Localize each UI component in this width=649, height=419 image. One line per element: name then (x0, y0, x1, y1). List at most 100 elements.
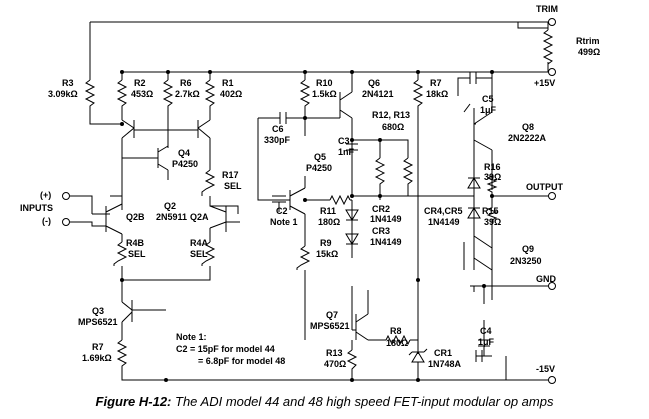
r1-ref: R1 (222, 78, 234, 88)
r6-value: 2.7kΩ (175, 89, 200, 99)
minus15v-terminal[interactable] (548, 376, 556, 384)
r10-value: 1.5kΩ (312, 89, 337, 99)
r12-r13-value: 680Ω (382, 122, 404, 132)
c6-ref: C6 (272, 124, 284, 134)
minus-input-terminal[interactable] (62, 218, 70, 226)
r9-value: 15kΩ (316, 249, 338, 259)
r4b-value: SEL (128, 249, 146, 259)
wiring (70, 21, 552, 381)
r13-470-value: 470Ω (324, 359, 346, 369)
q9-value: 2N3250 (510, 256, 542, 266)
cr4-cr5-ref: CR4,CR5 (424, 206, 463, 216)
r2-ref: R2 (134, 78, 146, 88)
cr2-ref: CR2 (372, 204, 390, 214)
r4a-ref: R4A (190, 238, 209, 248)
cr4-cr5-value: 1N4149 (428, 217, 460, 227)
r1-zigzag (204, 79, 216, 108)
r17-value: SEL (224, 181, 242, 191)
r8-ref: R8 (390, 326, 402, 336)
r13-470-zigzag (346, 349, 358, 372)
r6-zigzag (162, 79, 174, 108)
r6-ref: R6 (180, 78, 192, 88)
output-terminal[interactable] (548, 192, 556, 200)
note-line2: = 6.8pF for model 48 (198, 356, 285, 366)
minus15v-label: -15V (536, 364, 555, 374)
r15-value: 39Ω (484, 217, 501, 227)
r15-ref: R15 (482, 206, 499, 216)
q2b-ref: Q2B (126, 212, 145, 222)
resistor-symbols (84, 29, 554, 372)
component-labels: R3 3.09kΩ R2 453Ω R6 2.7kΩ R1 402Ω R10 1… (48, 36, 600, 369)
junctions (120, 70, 494, 382)
r10-zigzag (299, 79, 311, 108)
r8-zigzag (385, 334, 411, 346)
q8-value: 2N2222A (508, 133, 547, 143)
plus15v-terminal[interactable] (548, 68, 556, 76)
q5-value: P4250 (306, 163, 332, 173)
c5-value: 1μF (480, 105, 497, 115)
q2-value: 2N5911 (156, 212, 187, 222)
r13-680-zigzag (402, 157, 414, 186)
r17-ref: R17 (222, 170, 239, 180)
figure-label: Figure H-12: (95, 394, 172, 409)
q4-ref: Q4 (178, 148, 190, 158)
r7-18k-zigzag (412, 79, 424, 108)
r3-value: 3.09kΩ (48, 89, 78, 99)
q9-ref: Q9 (522, 244, 534, 254)
rtrim-ref: Rtrim (576, 36, 600, 46)
node-labels: TRIM +15V OUTPUT GND -15V (+) INPUTS (-) (20, 4, 564, 374)
plus-input-terminal[interactable] (62, 192, 70, 200)
r4b-ref: R4B (126, 238, 145, 248)
terminals (62, 18, 556, 384)
r7-18k-ref: R7 (430, 78, 442, 88)
gnd-label: GND (536, 274, 557, 284)
q7-ref: Q7 (326, 310, 338, 320)
r7-1k69-zigzag (116, 339, 128, 368)
gnd-terminal[interactable] (548, 282, 556, 290)
c6-plates (279, 112, 287, 124)
r13-470-ref: R13 (326, 348, 343, 358)
c4-value: 1μF (478, 337, 495, 347)
r7-18k-value: 18kΩ (426, 89, 448, 99)
cr4-diode (467, 177, 481, 189)
c4-plates (478, 339, 490, 347)
inputs-label: INPUTS (20, 203, 53, 213)
q2-ref: Q2 (164, 201, 176, 211)
c4-ref: C4 (480, 326, 492, 336)
r8-value: 180Ω (386, 338, 408, 348)
c3-plates (346, 143, 358, 151)
cr2-value: 1N4149 (370, 214, 402, 224)
cr3-ref: CR3 (372, 226, 390, 236)
q2a-ref: Q2A (190, 212, 209, 222)
trim-terminal[interactable] (548, 18, 556, 26)
c2-plates (272, 195, 286, 212)
r4a-zigzag (201, 241, 216, 266)
q7-value: MPS6521 (310, 321, 350, 331)
r11-value: 180Ω (318, 217, 340, 227)
note-line1: C2 = 15pF for model 44 (176, 344, 275, 354)
c4-side-plates (475, 350, 483, 362)
diode-symbols (345, 177, 481, 363)
r12-r13-ref: R12, R13 (372, 110, 410, 120)
rtrim-value: 499Ω (578, 47, 600, 57)
c5-ref: C5 (482, 94, 494, 104)
q4-value: P4250 (172, 159, 198, 169)
r16-value: 39Ω (484, 172, 501, 182)
minus-input-label: (-) (42, 216, 51, 226)
trim-label: TRIM (536, 4, 558, 14)
r16-ref: R16 (484, 162, 501, 172)
r4a-value: SEL (190, 249, 208, 259)
cr1-zener (408, 348, 428, 363)
r11-zigzag (329, 194, 351, 206)
r9-zigzag (296, 245, 311, 270)
c5-plates (469, 72, 477, 84)
q3-ref: Q3 (92, 306, 104, 316)
r17-zigzag (201, 169, 216, 196)
cr3-diode (345, 233, 359, 245)
r10-ref: R10 (316, 78, 333, 88)
cr2-diode (345, 209, 359, 221)
r2-zigzag (116, 79, 128, 108)
r3-ref: R3 (62, 78, 74, 88)
output-label: OUTPUT (526, 182, 564, 192)
plus15v-label: +15V (534, 78, 555, 88)
